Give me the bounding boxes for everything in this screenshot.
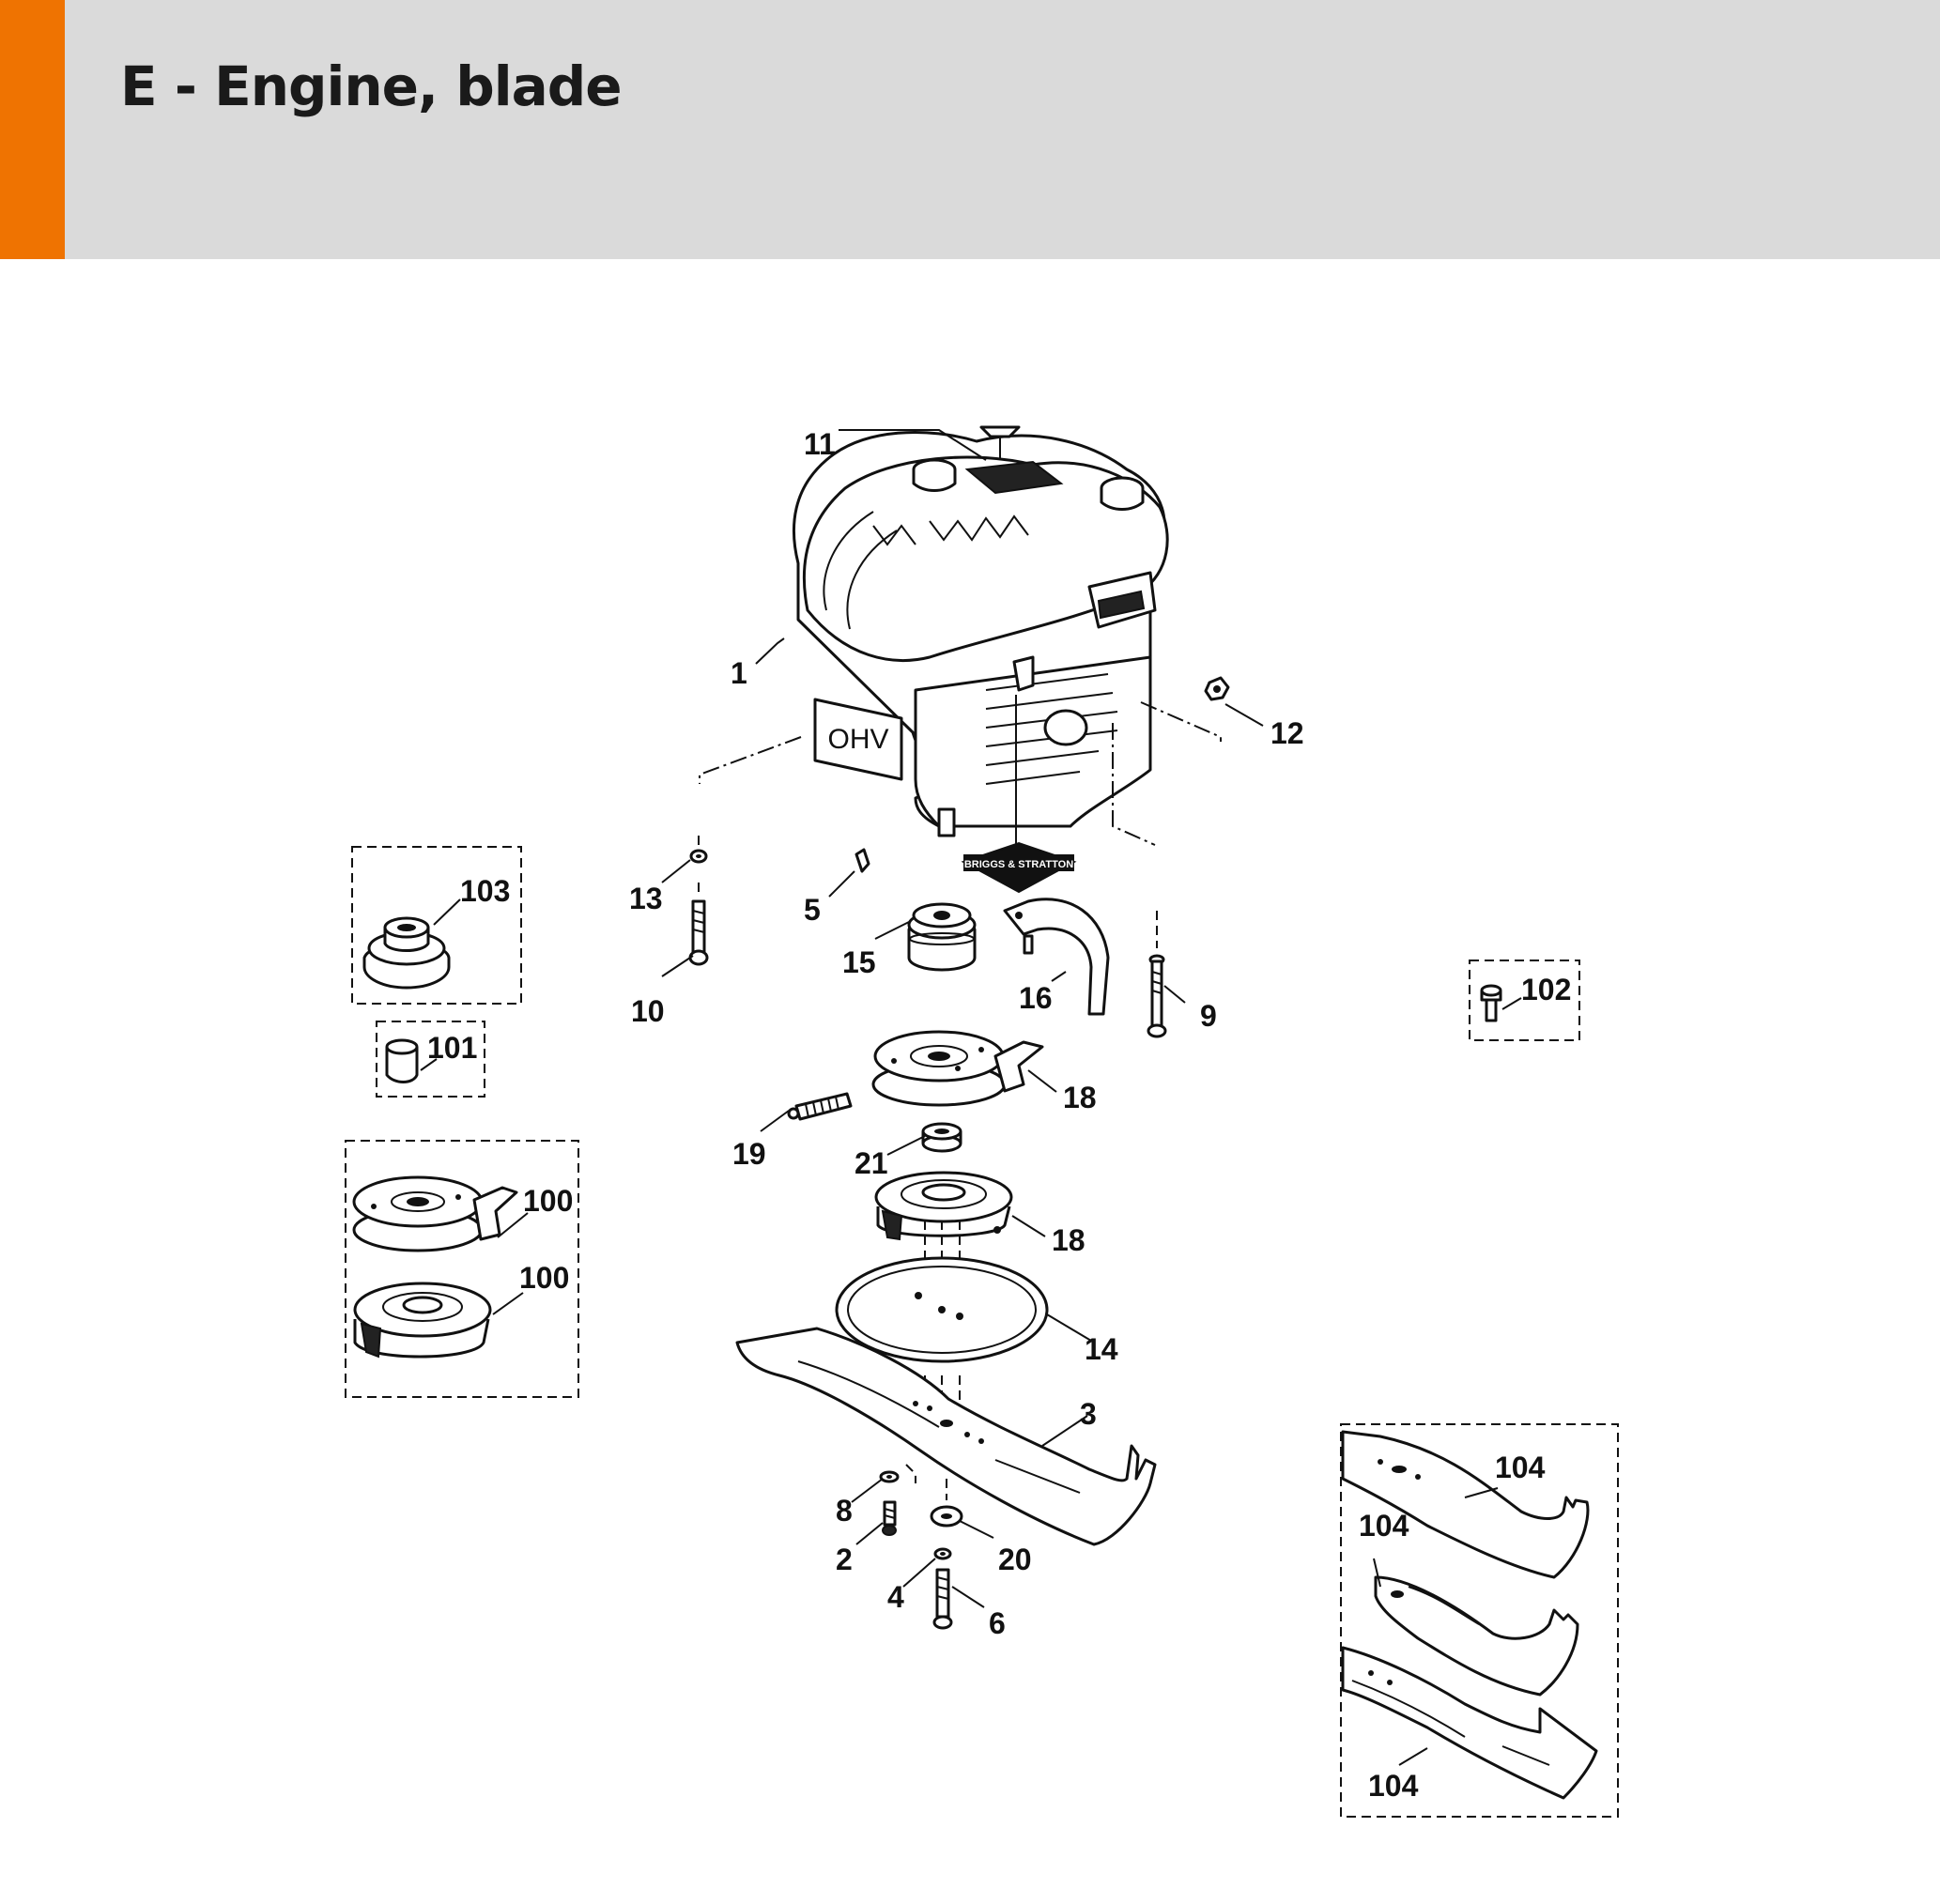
callout-11: 11	[804, 427, 836, 461]
part-19-spring	[787, 1092, 853, 1121]
part-104-blade-2	[1374, 1575, 1579, 1697]
part-6-bolt	[932, 1568, 953, 1630]
engine-assembly: OHV	[699, 425, 1222, 846]
callout-18-lower: 18	[1052, 1223, 1085, 1257]
callout-15: 15	[842, 945, 876, 979]
option-box-104	[1340, 1423, 1619, 1818]
part-18-upper-clutch	[871, 1030, 1044, 1107]
page-header: E - Engine, blade	[0, 0, 1940, 259]
callout-100-upper: 100	[523, 1184, 573, 1218]
part-104-blade-1	[1341, 1430, 1590, 1579]
part-102-bolt	[1480, 984, 1502, 1022]
part-18-lower-clutch	[874, 1171, 1013, 1314]
part-100-clutch-upper	[352, 1175, 518, 1252]
part-10-bolt	[688, 883, 709, 966]
callout-14: 14	[1085, 1332, 1118, 1366]
part-14-disc	[835, 1256, 1049, 1408]
leader-lines	[420, 429, 1522, 1766]
callout-104-middle: 104	[1359, 1509, 1409, 1543]
part-9-bolt	[1147, 911, 1167, 1038]
briggs-stratton-logo: BRIGGS & STRATTON	[961, 695, 1077, 894]
callout-19: 19	[732, 1137, 766, 1171]
part-104-blade-3	[1341, 1646, 1598, 1800]
brand-label: BRIGGS & STRATTON	[964, 859, 1073, 870]
callout-12: 12	[1270, 716, 1304, 750]
callout-100-lower: 100	[519, 1261, 569, 1295]
callout-20: 20	[998, 1543, 1032, 1576]
part-16-bracket	[1003, 898, 1110, 1016]
ohv-badge: OHV	[827, 724, 888, 755]
part-21-bearing	[921, 1122, 962, 1153]
option-box-102	[1469, 960, 1580, 1041]
callout-4: 4	[887, 1580, 904, 1614]
part-13-washer	[689, 836, 708, 864]
part-15-pulley	[907, 902, 977, 972]
part-100-clutch-lower	[353, 1282, 492, 1359]
callout-104-top: 104	[1495, 1451, 1546, 1484]
callout-16: 16	[1019, 981, 1053, 1015]
part-103-pulley	[362, 916, 451, 990]
callout-labels: 11 1 12 13 5 15 16 9 10 18 19 21 18 14 3…	[427, 427, 1571, 1803]
page-title: E - Engine, blade	[120, 54, 623, 118]
callout-6: 6	[989, 1606, 1006, 1640]
part-8-washer	[879, 1464, 916, 1483]
callout-9: 9	[1200, 999, 1217, 1033]
callout-10: 10	[631, 994, 665, 1028]
header-accent-bar	[0, 0, 65, 259]
callout-8: 8	[836, 1494, 853, 1528]
option-box-101	[376, 1021, 485, 1098]
callout-13: 13	[629, 882, 663, 915]
part-12-nut	[1204, 676, 1230, 701]
callout-21: 21	[855, 1146, 888, 1180]
callout-1: 1	[731, 656, 747, 690]
callout-104-bottom: 104	[1368, 1769, 1419, 1803]
callout-103: 103	[460, 874, 510, 908]
callout-18-upper: 18	[1063, 1081, 1097, 1114]
part-2-screw	[882, 1500, 897, 1536]
part-3-blade	[735, 1327, 1157, 1546]
part-5-key	[855, 848, 870, 873]
callout-101: 101	[427, 1031, 477, 1065]
callout-5: 5	[804, 893, 821, 927]
callout-3: 3	[1080, 1397, 1097, 1431]
part-101-bushing	[385, 1038, 419, 1083]
callout-102: 102	[1521, 973, 1571, 1006]
option-box-103	[351, 846, 522, 1005]
part-4-lock-washer	[933, 1547, 952, 1560]
callout-2: 2	[836, 1543, 853, 1576]
option-box-100	[345, 1140, 579, 1398]
part-20-washer	[930, 1479, 963, 1528]
